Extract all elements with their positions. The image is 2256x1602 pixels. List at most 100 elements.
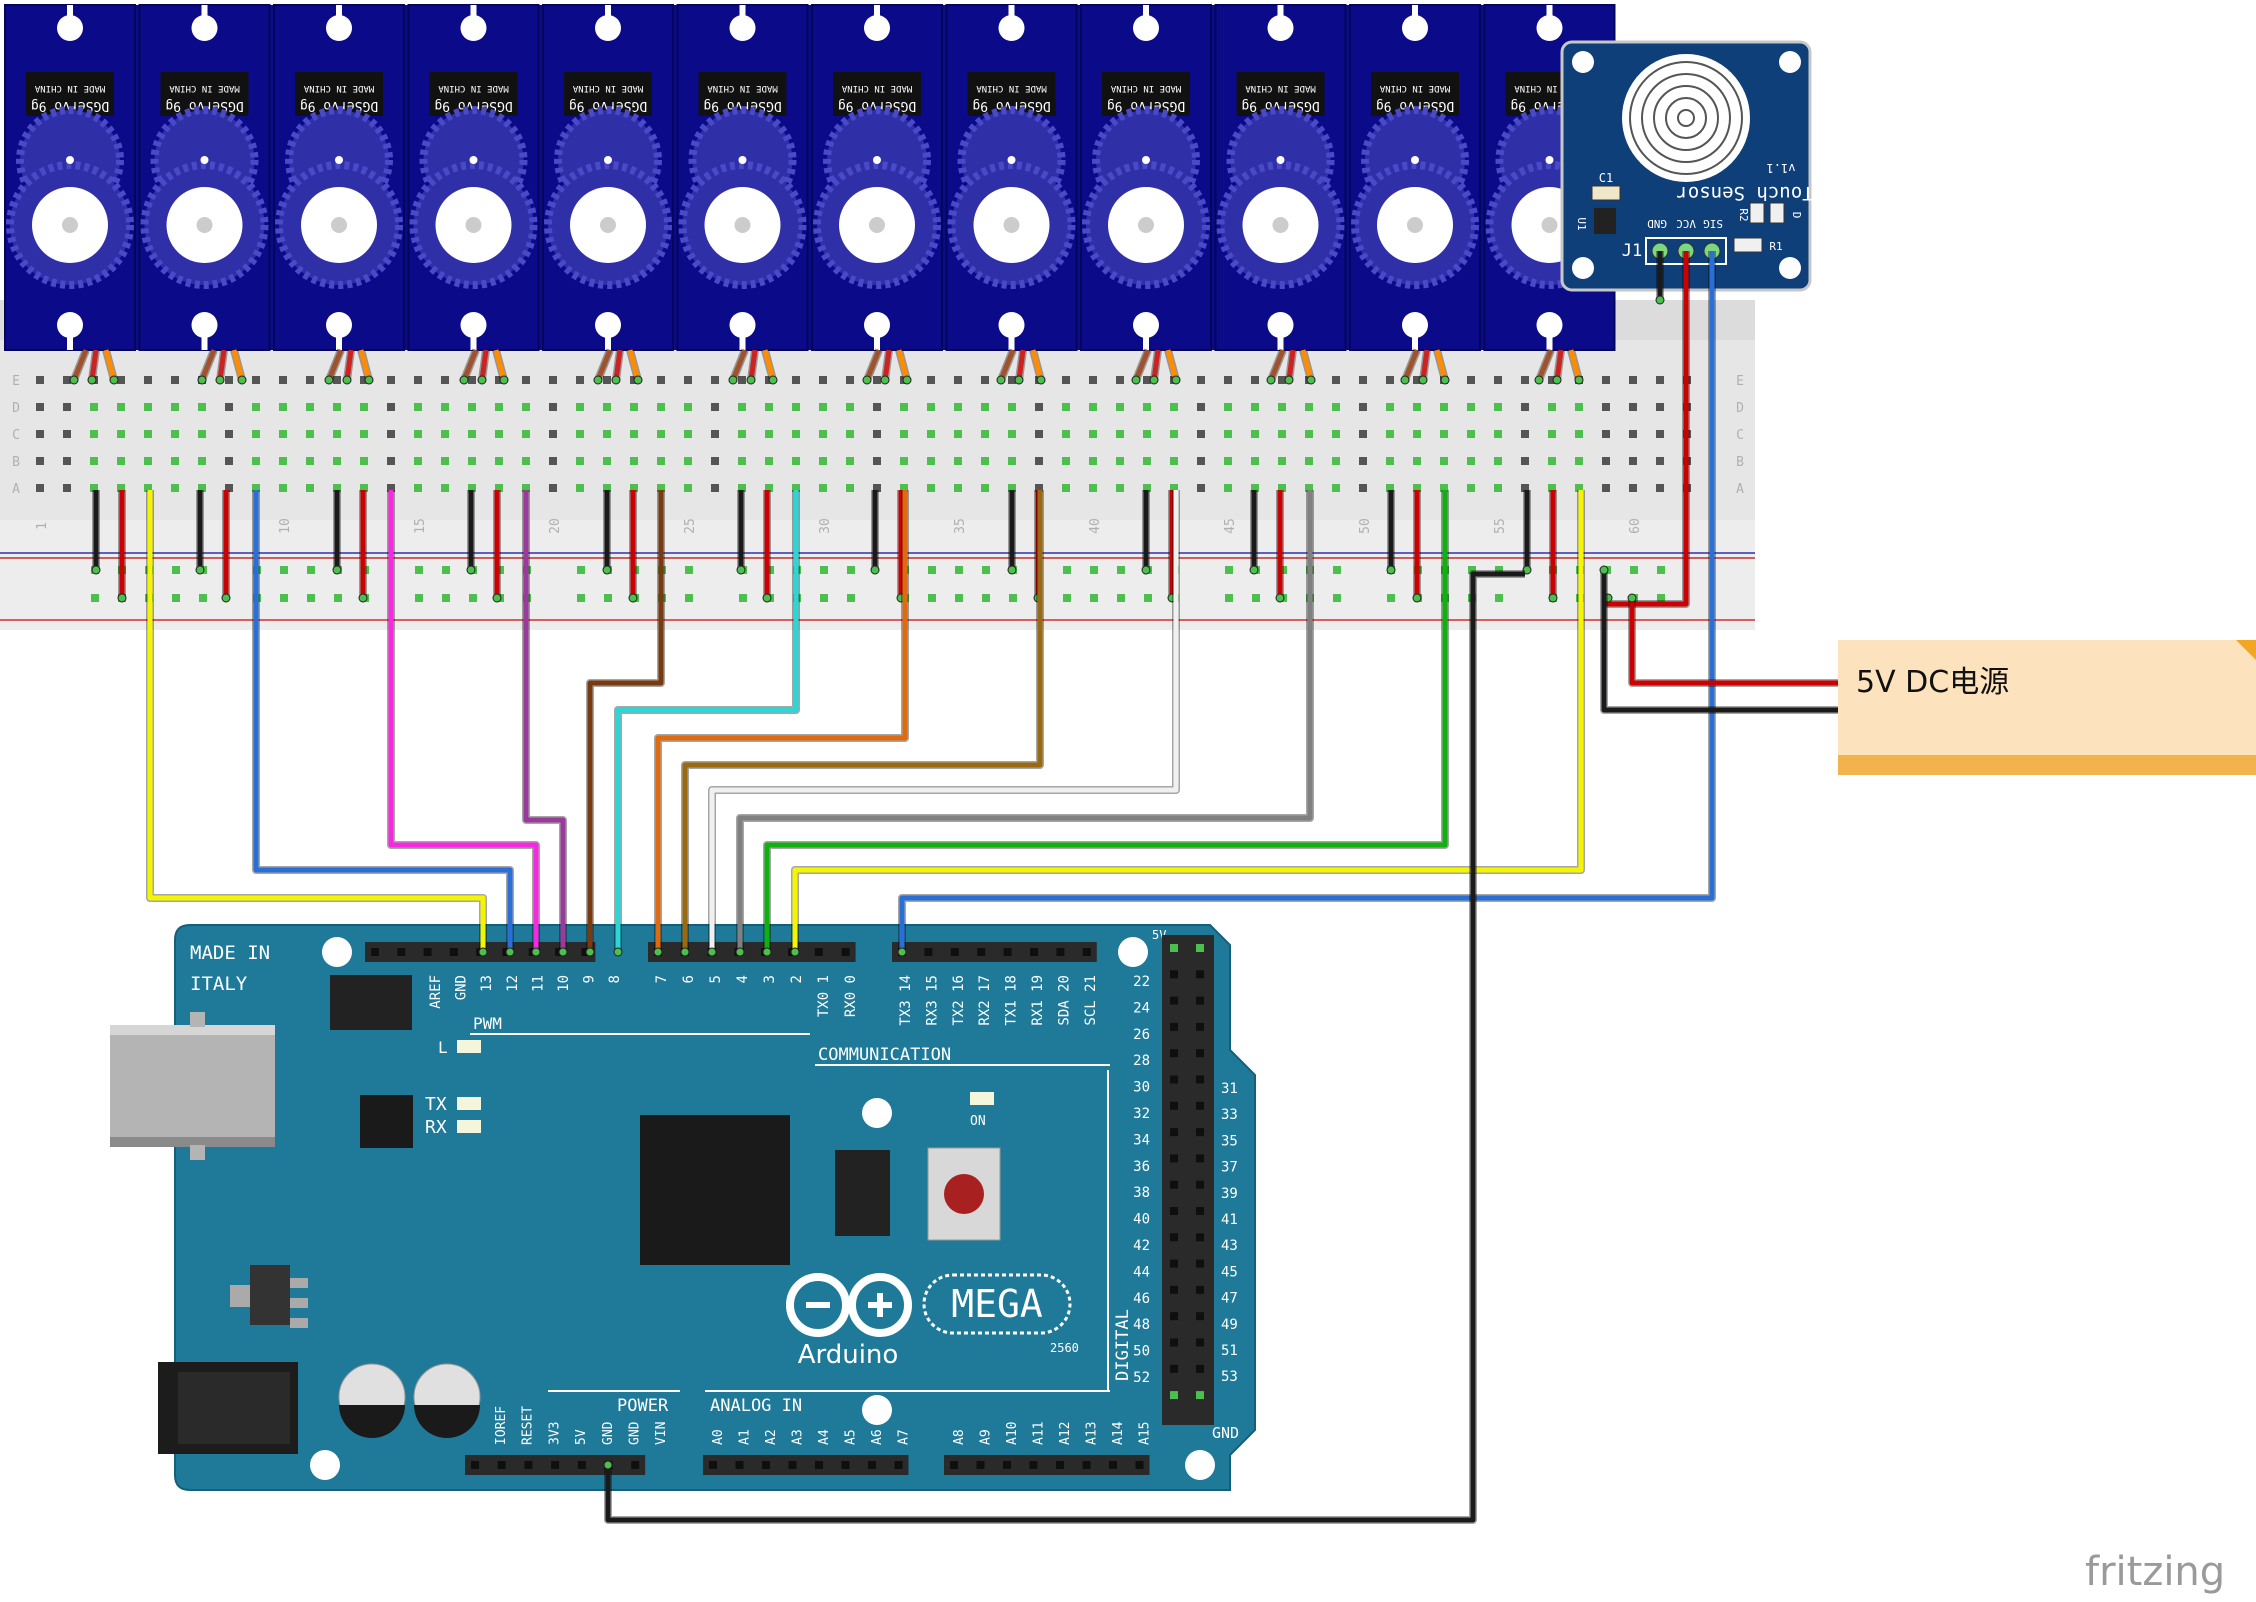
breadboard-hole[interactable] [1197,430,1205,438]
breadboard-hole[interactable] [1413,457,1421,465]
servo-lead-brown[interactable] [998,349,1016,381]
breadboard-hole[interactable] [1224,430,1232,438]
breadboard-hole[interactable] [684,484,692,492]
breadboard-hole[interactable] [873,484,881,492]
rail-hole[interactable] [1063,594,1071,602]
digital-pin[interactable] [1196,1154,1204,1163]
breadboard-hole[interactable] [738,376,746,384]
breadboard-hole[interactable] [117,376,125,384]
rail-hole[interactable] [172,594,180,602]
breadboard-hole[interactable] [1305,430,1313,438]
breadboard-hole[interactable] [225,457,233,465]
breadboard-hole[interactable] [1386,484,1394,492]
breadboard-hole[interactable] [333,376,341,384]
servo-lead-red[interactable] [89,349,99,381]
breadboard-hole[interactable] [792,484,800,492]
servo-lead-orange[interactable] [1300,349,1314,381]
breadboard-hole[interactable] [1143,430,1151,438]
breadboard-hole[interactable] [549,430,557,438]
breadboard-hole[interactable] [1062,376,1070,384]
rail-hole[interactable] [928,594,936,602]
breadboard-hole[interactable] [1521,484,1529,492]
breadboard-hole[interactable] [36,430,44,438]
breadboard-hole[interactable] [1170,430,1178,438]
breadboard-hole[interactable] [1089,403,1097,411]
digital-pin[interactable] [1196,1233,1204,1242]
rail-hole[interactable] [280,566,288,574]
breadboard-hole[interactable] [1116,430,1124,438]
rail-hole[interactable] [577,566,585,574]
header-power-pin[interactable] [497,1461,506,1469]
breadboard-hole[interactable] [279,457,287,465]
breadboard-hole[interactable] [468,430,476,438]
breadboard-hole[interactable] [1602,430,1610,438]
breadboard-hole[interactable] [846,376,854,384]
breadboard-hole[interactable] [1089,376,1097,384]
breadboard-hole[interactable] [90,457,98,465]
breadboard-hole[interactable] [981,457,989,465]
breadboard-hole[interactable] [927,403,935,411]
rail-hole[interactable] [739,594,747,602]
servo-lead-red[interactable] [1286,349,1296,381]
breadboard-hole[interactable] [225,430,233,438]
rail-hole[interactable] [1225,594,1233,602]
digital-pin[interactable] [1170,1391,1178,1400]
breadboard-hole[interactable] [711,457,719,465]
breadboard-hole[interactable] [63,430,71,438]
breadboard-hole[interactable] [1575,484,1583,492]
breadboard-hole[interactable] [360,457,368,465]
rail-hole[interactable] [334,594,342,602]
digital-pin[interactable] [1196,1207,1204,1215]
breadboard-hole[interactable] [1062,457,1070,465]
header-top-right-pin[interactable] [977,948,986,956]
breadboard-hole[interactable] [1143,484,1151,492]
breadboard-hole[interactable] [171,484,179,492]
servo-lead-red[interactable] [1016,349,1026,381]
breadboard-hole[interactable] [522,430,530,438]
breadboard-hole[interactable] [1386,430,1394,438]
breadboard-hole[interactable] [954,376,962,384]
breadboard-hole[interactable] [414,484,422,492]
servo-lead-brown[interactable] [730,349,748,381]
breadboard-hole[interactable] [1116,403,1124,411]
breadboard-hole[interactable] [1359,376,1367,384]
breadboard-hole[interactable] [657,403,665,411]
breadboard-hole[interactable] [1656,430,1664,438]
header-top-right-pin[interactable] [924,948,933,956]
rail-hole[interactable] [1063,566,1071,574]
breadboard-hole[interactable] [1143,376,1151,384]
breadboard-hole[interactable] [576,457,584,465]
rail-hole[interactable] [685,594,693,602]
signal-wire-cyan[interactable] [615,490,799,952]
breadboard-hole[interactable] [927,430,935,438]
breadboard-hole[interactable] [1386,403,1394,411]
header-analog-low-pin[interactable] [788,1461,797,1469]
breadboard-hole[interactable] [954,403,962,411]
header-analog-high-pin[interactable] [1029,1461,1038,1469]
breadboard-hole[interactable] [1521,376,1529,384]
breadboard-hole[interactable] [333,457,341,465]
breadboard-hole[interactable] [1332,376,1340,384]
breadboard-hole[interactable] [576,430,584,438]
breadboard-hole[interactable] [738,430,746,438]
breadboard-hole[interactable] [549,457,557,465]
breadboard-hole[interactable] [387,403,395,411]
breadboard-hole[interactable] [927,484,935,492]
digital-pin[interactable] [1170,1312,1178,1321]
servo-lead-orange[interactable] [103,349,117,381]
servo-lead-orange[interactable] [358,349,372,381]
digital-pin[interactable] [1170,1022,1178,1031]
servo-lead-red[interactable] [882,349,892,381]
breadboard-hole[interactable] [792,457,800,465]
header-analog-high-pin[interactable] [950,1461,958,1469]
breadboard-hole[interactable] [1629,457,1637,465]
breadboard-hole[interactable] [1413,403,1421,411]
servo-lead-red[interactable] [217,349,227,381]
header-power-pin[interactable] [471,1461,479,1469]
breadboard-hole[interactable] [738,484,746,492]
breadboard-hole[interactable] [819,430,827,438]
rail-hole[interactable] [1495,594,1503,602]
breadboard-hole[interactable] [684,403,692,411]
breadboard-hole[interactable] [441,430,449,438]
breadboard-hole[interactable] [117,457,125,465]
